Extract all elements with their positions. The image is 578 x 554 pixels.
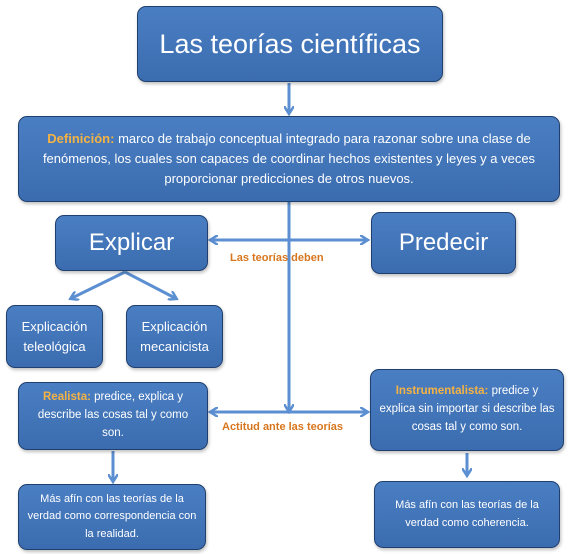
label-actitud-ante-las-teorias: Actitud ante las teorías: [222, 421, 344, 433]
teleologica-box: Explicación teleológica: [6, 305, 103, 368]
title-box: Las teorías científicas: [137, 6, 443, 82]
mecanicista-text: Explicación mecanicista: [140, 319, 209, 354]
realista-body: predice, explica y describe las cosas ta…: [37, 391, 189, 439]
teleologica-text: Explicación teleológica: [21, 319, 88, 354]
instrumentalista-label: Instrumentalista:: [395, 385, 489, 398]
definition-label: Definición:: [47, 130, 115, 146]
definition-body: marco de trabajo conceptual integrado pa…: [42, 130, 536, 187]
instrumentalista-afin-text: Más afín con las teorías de la verdad co…: [395, 499, 539, 529]
realista-afin-text: Más afín con las teorías de la verdad co…: [27, 493, 197, 540]
arrow-to-teleologica: [72, 270, 126, 298]
arrow-to-mecanicista: [124, 270, 175, 298]
realista-label: Realista:: [43, 391, 91, 404]
title-text: Las teorías científicas: [159, 28, 421, 59]
label-las-teorias-deben: Las teorías deben: [230, 252, 324, 264]
realista-box: Realista: predice, explica y describe la…: [18, 382, 208, 450]
explicar-text: Explicar: [88, 229, 175, 256]
definition-text: Definición: marco de trabajo conceptual …: [31, 129, 547, 189]
mecanicista-box: Explicación mecanicista: [126, 305, 223, 368]
instrumentalista-body: predice y explica sin importar si descri…: [379, 385, 555, 433]
predecir-text: Predecir: [398, 229, 489, 256]
instrumentalista-afin-box: Más afín con las teorías de la verdad co…: [374, 481, 560, 548]
instrumentalista-box: Instrumentalista: predice y explica sin …: [370, 369, 564, 451]
definition-box: Definición: marco de trabajo conceptual …: [18, 116, 560, 202]
predecir-box: Predecir: [371, 212, 516, 274]
explicar-box: Explicar: [55, 215, 208, 271]
realista-text: Realista: predice, explica y describe la…: [27, 389, 199, 442]
realista-afin-box: Más afín con las teorías de la verdad co…: [18, 484, 206, 550]
instrumentalista-text: Instrumentalista: predice y explica sin …: [379, 383, 555, 436]
